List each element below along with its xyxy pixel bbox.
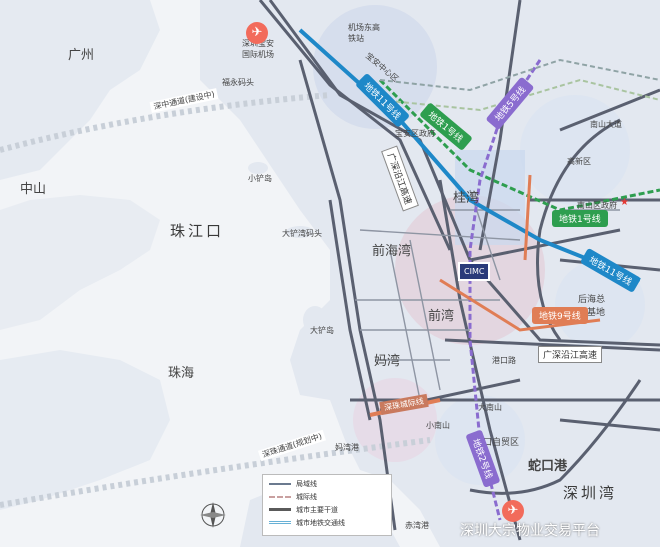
- region-pearl-mouth: 珠江口: [170, 222, 225, 240]
- region-mawan: 妈湾: [374, 354, 401, 369]
- legend-label-3: 城市地铁交通线: [296, 518, 345, 527]
- road-gangkou: 港口路: [492, 356, 516, 365]
- region-qianwan: 前湾: [428, 309, 455, 324]
- legend-swatch-3: [269, 521, 291, 524]
- region-shekou-ftz: 蛇口自贸区: [474, 438, 520, 448]
- region-guiwan: 桂湾: [453, 191, 480, 206]
- legend-label-1: 城际线: [296, 492, 317, 501]
- project-cimc-logo[interactable]: CIMC: [458, 262, 491, 281]
- island-dachan: 大铲岛: [310, 326, 334, 335]
- compass-icon: [200, 502, 226, 528]
- nanshan-ave: 南山大道: [590, 120, 622, 129]
- island-xiaochan: 小铲岛: [248, 174, 272, 183]
- legend-swatch-0: [269, 482, 291, 485]
- legend-row-0: 局域线: [263, 477, 391, 490]
- legend-swatch-1: [269, 495, 291, 498]
- wharf-dachan: 大铲湾码头: [282, 229, 322, 238]
- region-nanshan-gov: 南山区政府: [577, 201, 617, 210]
- metro-line1-label-b[interactable]: 地铁1号线: [552, 210, 608, 227]
- region-zhuhai: 珠海: [168, 366, 195, 381]
- legend-row-2: 城市主要干道: [263, 503, 391, 516]
- wharf-fuyong: 福永码头: [222, 78, 254, 87]
- road-guangshen-coastal-2: 广深沿江高速: [538, 346, 603, 363]
- airport-plane-icon[interactable]: ✈: [246, 22, 268, 44]
- baoan-gov: 宝安区政府: [395, 129, 435, 138]
- region-shekou-port: 蛇口港: [528, 459, 568, 474]
- station-jichangdong: 机场东高铁站: [348, 23, 380, 43]
- region-hightech: 高新区: [567, 157, 591, 166]
- legend-row-1: 城际线: [263, 490, 391, 503]
- airport-plane-icon-bottom[interactable]: ✈: [502, 500, 524, 522]
- legend-swatch-2: [269, 508, 291, 511]
- watermark-text: 深圳大宗物业交易平台: [460, 523, 600, 539]
- port-mawan: 妈湾港: [335, 443, 359, 452]
- metro-line9-label[interactable]: 地铁9号线: [532, 307, 588, 324]
- region-shenzhen-bay: 深圳湾: [563, 484, 618, 502]
- nanshan-gov-star-icon: ★: [620, 197, 629, 208]
- region-qianhaiwan: 前海湾: [372, 244, 412, 259]
- mountain-xiaonanshan: 小南山: [426, 421, 450, 430]
- legend-label-0: 局域线: [296, 479, 317, 488]
- port-chiwan: 赤湾港: [405, 521, 429, 530]
- legend-label-2: 城市主要干道: [296, 505, 338, 514]
- region-guangzhou: 广州: [68, 48, 95, 63]
- legend-row-3: 城市地铁交通线: [263, 516, 391, 529]
- mountain-dananshan: 大南山: [478, 403, 502, 412]
- region-houhai-hq: 后海总部基地: [578, 295, 606, 318]
- region-zhongshan: 中山: [20, 182, 47, 197]
- map-legend: 局域线 城际线 城市主要干道 城市地铁交通线: [262, 474, 392, 536]
